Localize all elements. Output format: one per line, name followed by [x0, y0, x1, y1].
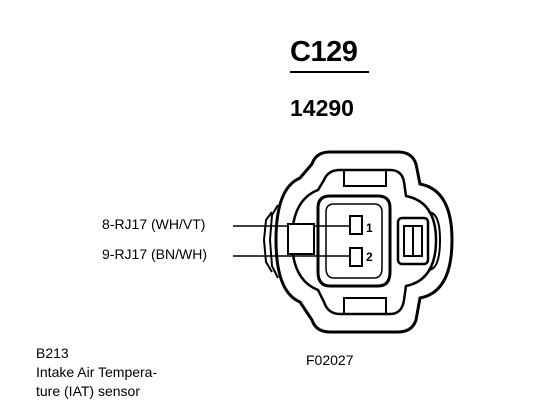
pin-cavity-inner	[325, 203, 383, 279]
connector-id-underline	[290, 71, 369, 73]
component-code: B213	[36, 345, 69, 361]
pin-1-number: 1	[366, 221, 373, 235]
pin-2-number: 2	[366, 250, 373, 264]
pin-cavity	[316, 194, 392, 288]
top-latch-tab	[343, 170, 387, 187]
left-rib	[262, 211, 273, 273]
component-description-line-2: ture (IAT) sensor	[36, 383, 140, 399]
part-number: 14290	[290, 95, 354, 121]
right-latch-arm	[427, 211, 442, 271]
connector-id: C129	[290, 36, 358, 68]
pin-1-circuit-label: 8-RJ17 (WH/VT)	[102, 216, 206, 232]
figure-id: F02027	[306, 352, 354, 368]
component-description-line-1: Intake Air Tempera-	[36, 364, 158, 380]
connector-housing-outer	[274, 150, 454, 334]
left-rib-inner	[268, 204, 279, 279]
terminal-pin-1	[349, 215, 363, 235]
connector-housing-inner	[290, 168, 438, 316]
component-description: B213 Intake Air Tempera- ture (IAT) sens…	[36, 344, 157, 401]
left-key	[287, 223, 315, 255]
pin-2-circuit-label: 9-RJ17 (BN/WH)	[102, 246, 208, 262]
terminal-pin-2	[349, 247, 363, 267]
bottom-latch-tab	[343, 297, 387, 314]
